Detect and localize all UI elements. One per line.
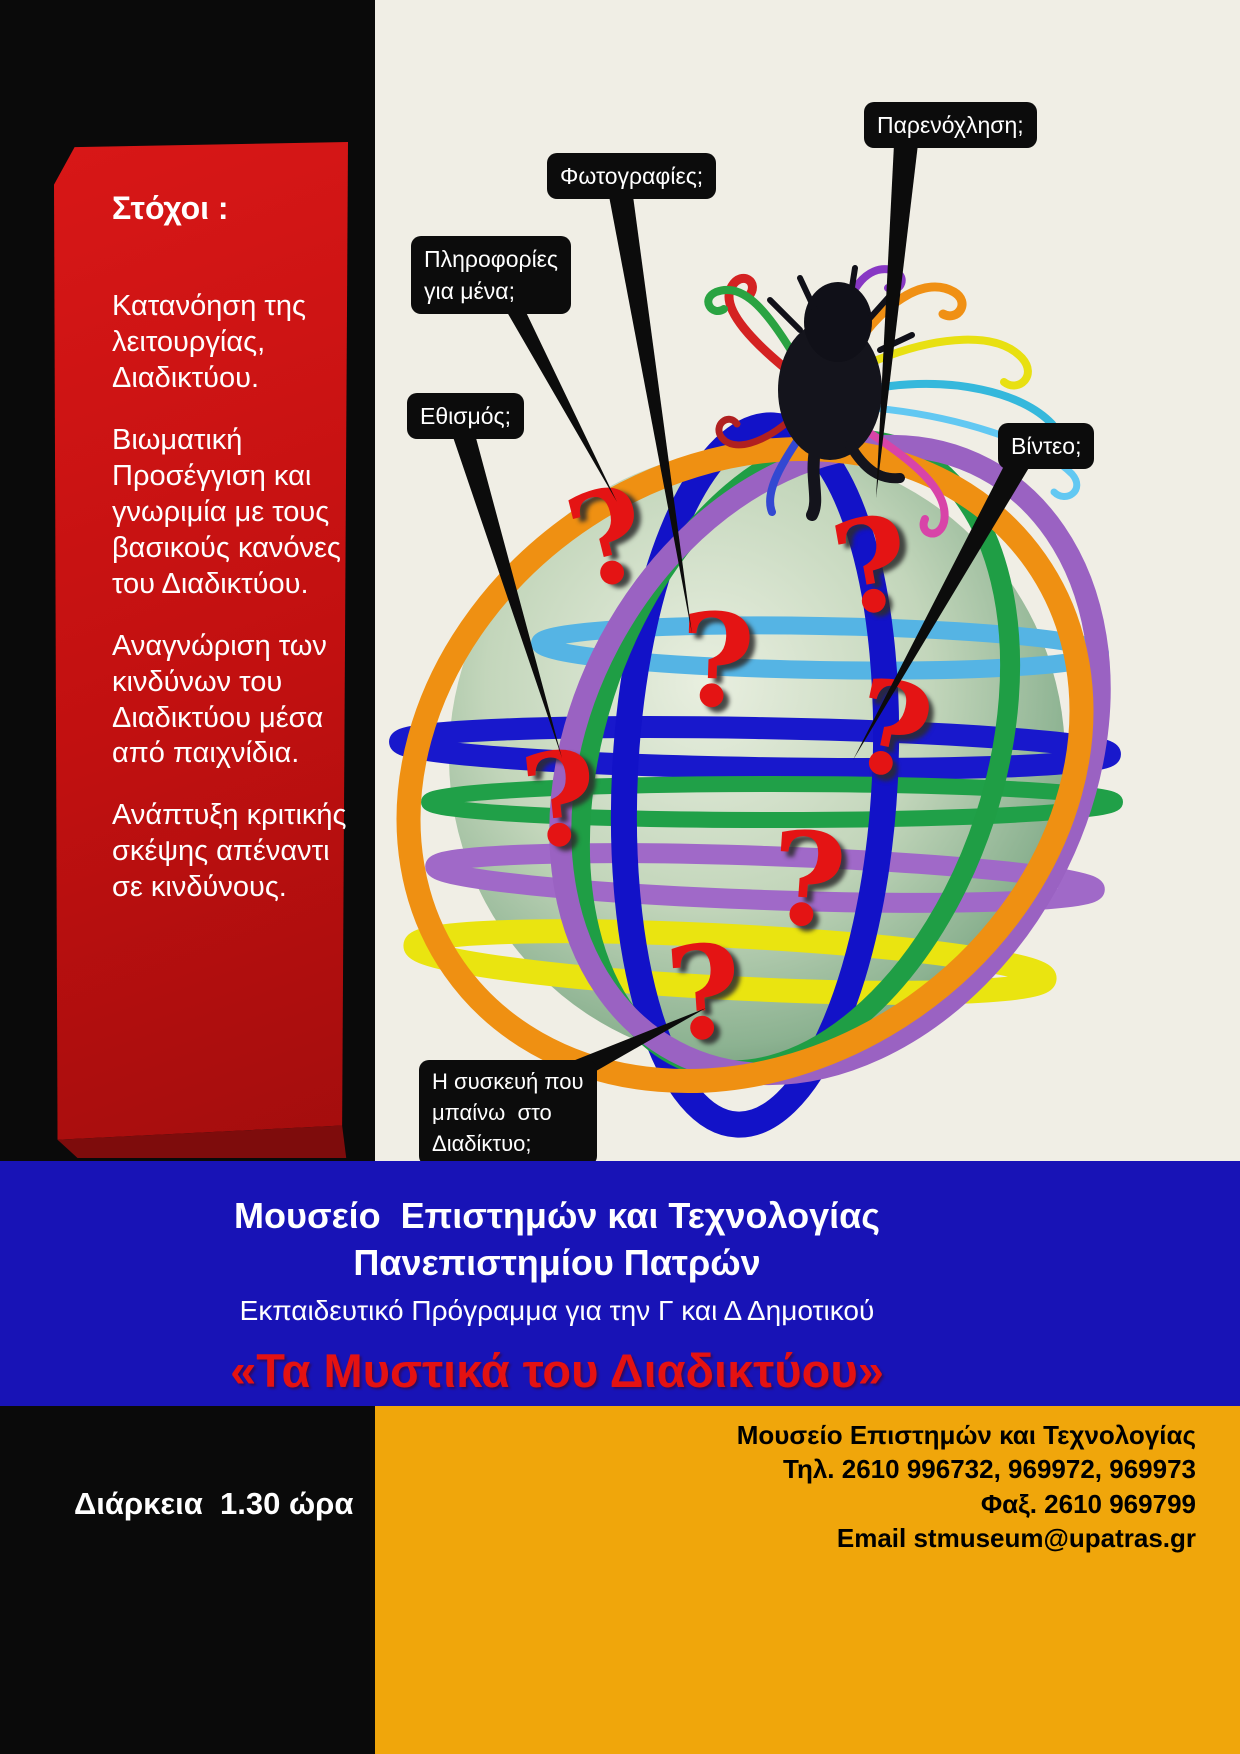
callout-label: Βίντεο;	[1011, 433, 1082, 459]
callout-label: Πληροφορίες	[424, 246, 559, 272]
goals-title: Στόχοι :	[112, 190, 229, 226]
callout-label: για μένα;	[424, 278, 515, 305]
question-mark: ?	[661, 916, 747, 1072]
goal-item: Αναγνώριση των κινδύνων του Διαδικτύου μ…	[112, 629, 344, 770]
callout-video: Βίντεο;	[998, 423, 1095, 470]
program-audience: Εκπαιδευτικό Πρόγραμμα για την Γ και Δ Δ…	[239, 1294, 875, 1326]
callout-label: Παρενόχληση;	[877, 112, 1024, 138]
program-title: «Τα Μυστικά του Διαδικτύου»	[230, 1343, 884, 1397]
banner: Μουσείο Επιστημών και Τεχνολογίας Πανεπι…	[0, 1161, 1240, 1406]
callout-label: Φωτογραφίες;	[560, 163, 704, 189]
contact-email: Email stmuseum@upatras.gr	[836, 1522, 1196, 1553]
goal-item: Βιωματική Προσέγγιση και γνωριμία με του…	[112, 423, 349, 600]
callout-addiction: Εθισμός;	[407, 393, 524, 440]
museum-name-line1: Μουσείο Επιστημών και Τεχνολογίας	[234, 1195, 880, 1236]
goal-item: Κατανόηση της λειτουργίας, Διαδικτύου.	[112, 290, 315, 394]
banner-inner: Μουσείο Επιστημών και Τεχνολογίας Πανεπι…	[0, 1161, 1240, 1398]
duration-text: Διάρκεια 1.30 ώρα	[74, 1486, 354, 1521]
museum-name-line2: Πανεπιστημίου Πατρών	[353, 1241, 761, 1283]
goals-content: Στόχοι : Κατανόηση της λειτουργίας, Διαδ…	[112, 190, 350, 932]
footer-contact-block: Μουσείο Επιστημών και Τεχνολογίας Τηλ. 2…	[375, 1406, 1240, 1754]
contact-phone: Τηλ. 2610 996732, 969972, 969973	[783, 1454, 1196, 1485]
globe-ribbons	[389, 412, 1123, 1138]
globe-illustration	[389, 265, 1123, 1138]
callout-label: μπαίνω στο	[432, 1099, 552, 1125]
question-mark: ?	[765, 803, 851, 959]
goal-item: Ανάπτυξη κριτικής σκέψης απέναντι σε κιν…	[112, 799, 355, 904]
callout-label: Εθισμός;	[420, 403, 511, 429]
callout-personal-info: Πληροφορίες για μένα;	[411, 236, 572, 315]
callout-label: Η συσκευή που	[432, 1069, 584, 1094]
contact-museum-name: Μουσείο Επιστημών και Τεχνολογίας	[736, 1420, 1196, 1450]
question-mark: ?	[676, 585, 758, 738]
goals-panel: Στόχοι : Κατανόηση της λειτουργίας, Διαδ…	[54, 142, 348, 1158]
contact-fax: Φαξ. 2610 969799	[980, 1488, 1196, 1519]
callout-harassment: Παρενόχληση;	[864, 102, 1037, 149]
callout-photos: Φωτογραφίες;	[547, 153, 717, 200]
question-mark: ?	[514, 722, 606, 880]
callout-device: Η συσκευή που μπαίνω στο Διαδίκτυο;	[419, 1060, 597, 1167]
callout-label: Διαδίκτυο;	[432, 1130, 532, 1156]
goals-panel-face	[54, 142, 348, 1140]
